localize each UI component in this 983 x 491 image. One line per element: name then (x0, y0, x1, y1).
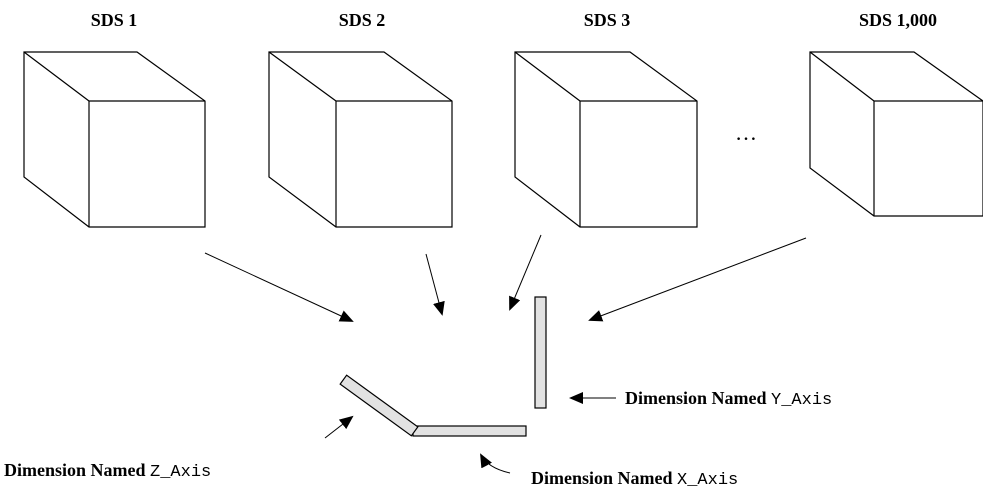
arrow-sds-2 (425, 253, 445, 316)
x-axis-label-prefix: Dimension Named (531, 468, 677, 488)
ellipsis: … (735, 120, 757, 145)
y-axis-label-name: Y_Axis (771, 391, 832, 410)
arrow-sds-3 (509, 234, 542, 311)
sds-1000-label: SDS 1,000 (859, 10, 937, 30)
x-axis-dimension-label: Dimension Named X_Axis (531, 468, 738, 490)
y-axis-label-prefix: Dimension Named (625, 388, 771, 408)
sds-2-cube (268, 51, 453, 228)
sds-3-cube (514, 51, 698, 228)
sds-1000-cube (809, 51, 983, 217)
sds-1-label: SDS 1 (91, 10, 138, 30)
x-axis-label-name: X_Axis (677, 471, 738, 490)
z-axis-label-arrow (324, 415, 354, 439)
x-axis-dimension-bar (412, 425, 527, 437)
z-axis-dimension-label: Dimension Named Z_Axis (4, 460, 211, 482)
sds-2-label: SDS 2 (339, 10, 386, 30)
z-axis-dimension-bar (339, 374, 419, 437)
sds-1-cube (23, 51, 206, 228)
x-axis-label-arrow (480, 453, 511, 474)
sds-3-label: SDS 3 (584, 10, 631, 30)
arrow-sds-1000 (588, 237, 807, 322)
y-axis-dimension-bar (534, 296, 547, 409)
arrow-sds-1 (204, 252, 354, 322)
z-axis-label-prefix: Dimension Named (4, 460, 150, 480)
y-axis-dimension-label: Dimension Named Y_Axis (625, 388, 832, 410)
z-axis-label-name: Z_Axis (150, 463, 211, 482)
